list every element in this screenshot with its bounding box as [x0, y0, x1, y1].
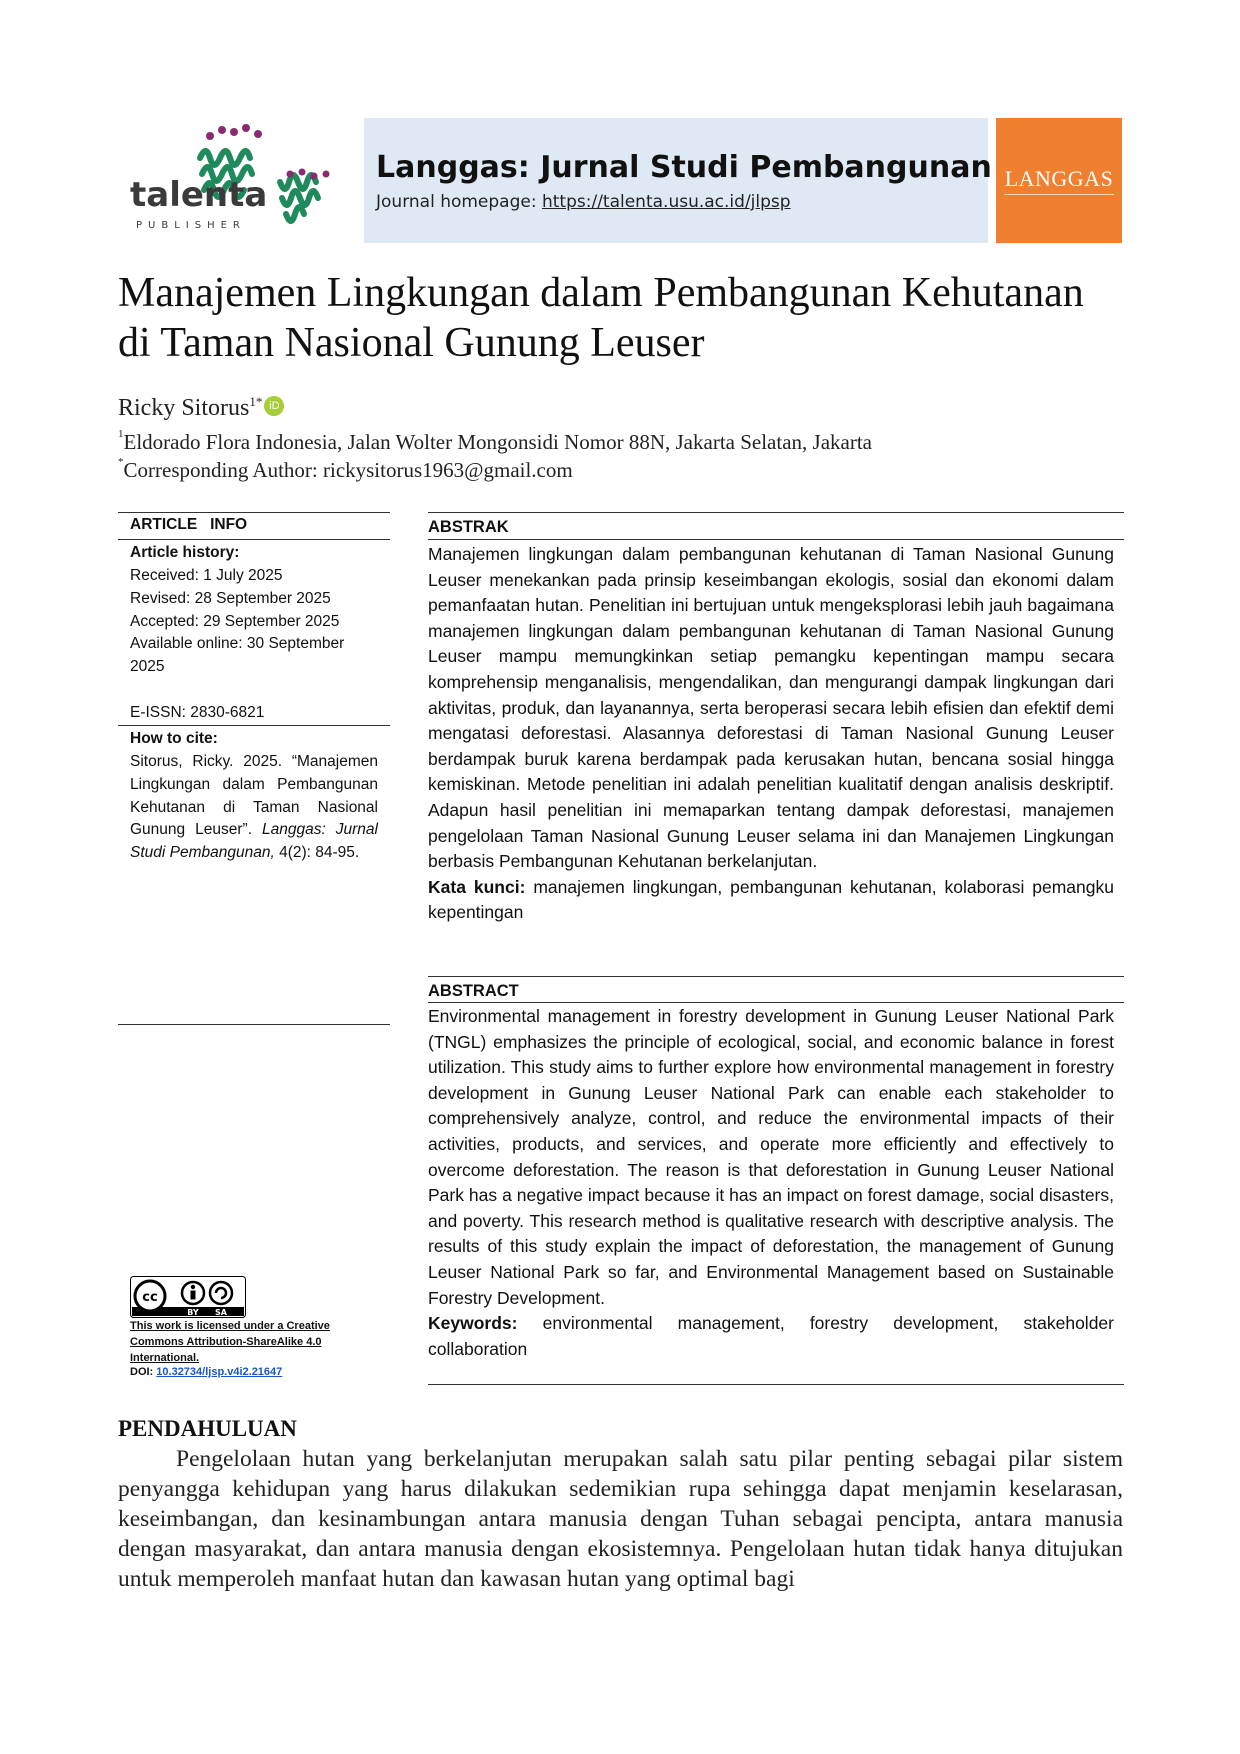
affiliation: 1Eldorado Flora Indonesia, Jalan Wolter …	[118, 428, 873, 455]
logo-subtitle: PUBLISHER	[136, 220, 246, 231]
abstrak-heading-rule	[428, 539, 1124, 540]
license-link[interactable]: This work is licensed under a Creative C…	[130, 1320, 330, 1364]
abstrak-body: Manajemen lingkungan dalam pembangunan k…	[428, 542, 1114, 926]
history-accepted: Accepted: 29 September 2025	[130, 612, 340, 630]
abstract-heading-rule	[428, 1002, 1124, 1003]
eissn: E-ISSN: 2830-6821	[130, 704, 265, 721]
corresponding-superscript: *	[118, 456, 124, 468]
cite-heading: How to cite:	[130, 730, 218, 747]
cc-license-badge[interactable]: cc BY SA	[130, 1276, 246, 1318]
history-list: Received: 1 July 2025 Revised: 28 Septem…	[130, 565, 390, 679]
citation-journal: Langgas: Jurnal Studi Pembangunan,	[130, 821, 378, 862]
history-online: Available online: 30 September	[130, 635, 345, 653]
abstrak-keywords-label: Kata kunci:	[428, 876, 526, 897]
abstrak-text: Manajemen lingkungan dalam pembangunan k…	[428, 544, 1114, 872]
pendahuluan-paragraph: Pengelolaan hutan yang berkelanjutan mer…	[118, 1446, 1123, 1592]
abstract-text: Environmental management in forestry dev…	[428, 1006, 1114, 1308]
abstract-heading: ABSTRACT	[428, 982, 519, 1000]
abstract-keywords: environmental management, forestry devel…	[428, 1313, 1114, 1359]
author-superscript: 1*	[249, 394, 263, 409]
cite-rule	[118, 725, 390, 726]
citation-volume: 4(2): 84-95.	[274, 844, 360, 862]
section-heading-pendahuluan: PENDAHULUAN	[118, 1416, 297, 1441]
author-line: Ricky Sitorus1*iD	[118, 394, 285, 422]
author-name: Ricky Sitorus	[118, 395, 250, 421]
citation-text: Sitorus, Ricky. 2025. “Manajemen Lingkun…	[130, 753, 378, 839]
logo-wordmark: talenta	[130, 175, 267, 215]
corresponding-text: Corresponding Author: rickysitorus1963@g…	[123, 458, 573, 482]
citation: Sitorus, Ricky. 2025. “Manajemen Lingkun…	[130, 751, 378, 865]
abstract-keywords-label: Keywords:	[428, 1313, 518, 1334]
info-top-rule	[118, 512, 390, 513]
journal-cover: LANGGAS	[996, 118, 1122, 243]
journal-name: Langgas: Jurnal Studi Pembangunan	[376, 150, 992, 185]
homepage-label: Journal homepage:	[376, 192, 542, 212]
cc-by-sa-icon: cc BY SA	[130, 1276, 246, 1318]
abstrak-top-rule	[428, 512, 1124, 513]
cover-title: LANGGAS	[1004, 166, 1114, 191]
doi-label: DOI:	[130, 1366, 157, 1378]
history-received: Received: 1 July 2025	[130, 567, 283, 584]
info-bottom-rule	[118, 1024, 390, 1025]
affiliation-superscript: 1	[118, 428, 124, 440]
abstrak-heading: ABSTRAK	[428, 518, 509, 536]
history-revised: Revised: 28 September 2025	[130, 589, 331, 607]
info-heading-rule	[118, 539, 390, 540]
affiliation-text: Eldorado Flora Indonesia, Jalan Wolter M…	[123, 430, 873, 454]
cover-subtitle-lines	[1004, 194, 1114, 197]
license-text[interactable]: This work is licensed under a Creative C…	[130, 1318, 370, 1366]
history-online-year: 2025	[130, 658, 165, 676]
orcid-icon[interactable]: iD	[264, 396, 285, 416]
journal-homepage: Journal homepage: https://talenta.usu.ac…	[376, 192, 791, 212]
talenta-publisher-logo: talenta PUBLISHER	[130, 118, 345, 238]
article-info-heading: ARTICLE INFO	[130, 516, 248, 533]
svg-text:cc: cc	[142, 1290, 157, 1305]
abstract-bottom-rule	[428, 1384, 1124, 1385]
corresponding-author: *Corresponding Author: rickysitorus1963@…	[118, 456, 573, 483]
homepage-link[interactable]: https://talenta.usu.ac.id/jlpsp	[541, 192, 791, 212]
history-heading: Article history:	[130, 544, 240, 561]
abstrak-keywords: manajemen lingkungan, pembangunan kehuta…	[428, 876, 1114, 923]
abstract-top-rule	[428, 976, 1124, 977]
abstract-body: Environmental management in forestry dev…	[428, 1004, 1114, 1362]
journal-header-band	[364, 118, 988, 243]
doi-link[interactable]: 10.32734/ljsp.v4i2.21647	[156, 1366, 283, 1378]
badge-by-label: BY	[187, 1308, 199, 1317]
badge-sa-label: SA	[215, 1308, 228, 1317]
article-title: Manajemen Lingkungan dalam Pembangunan K…	[118, 270, 1084, 366]
doi-line: DOI: 10.32734/ljsp.v4i2.21647	[130, 1366, 282, 1378]
talenta-logo-icon: talenta PUBLISHER	[130, 124, 330, 231]
